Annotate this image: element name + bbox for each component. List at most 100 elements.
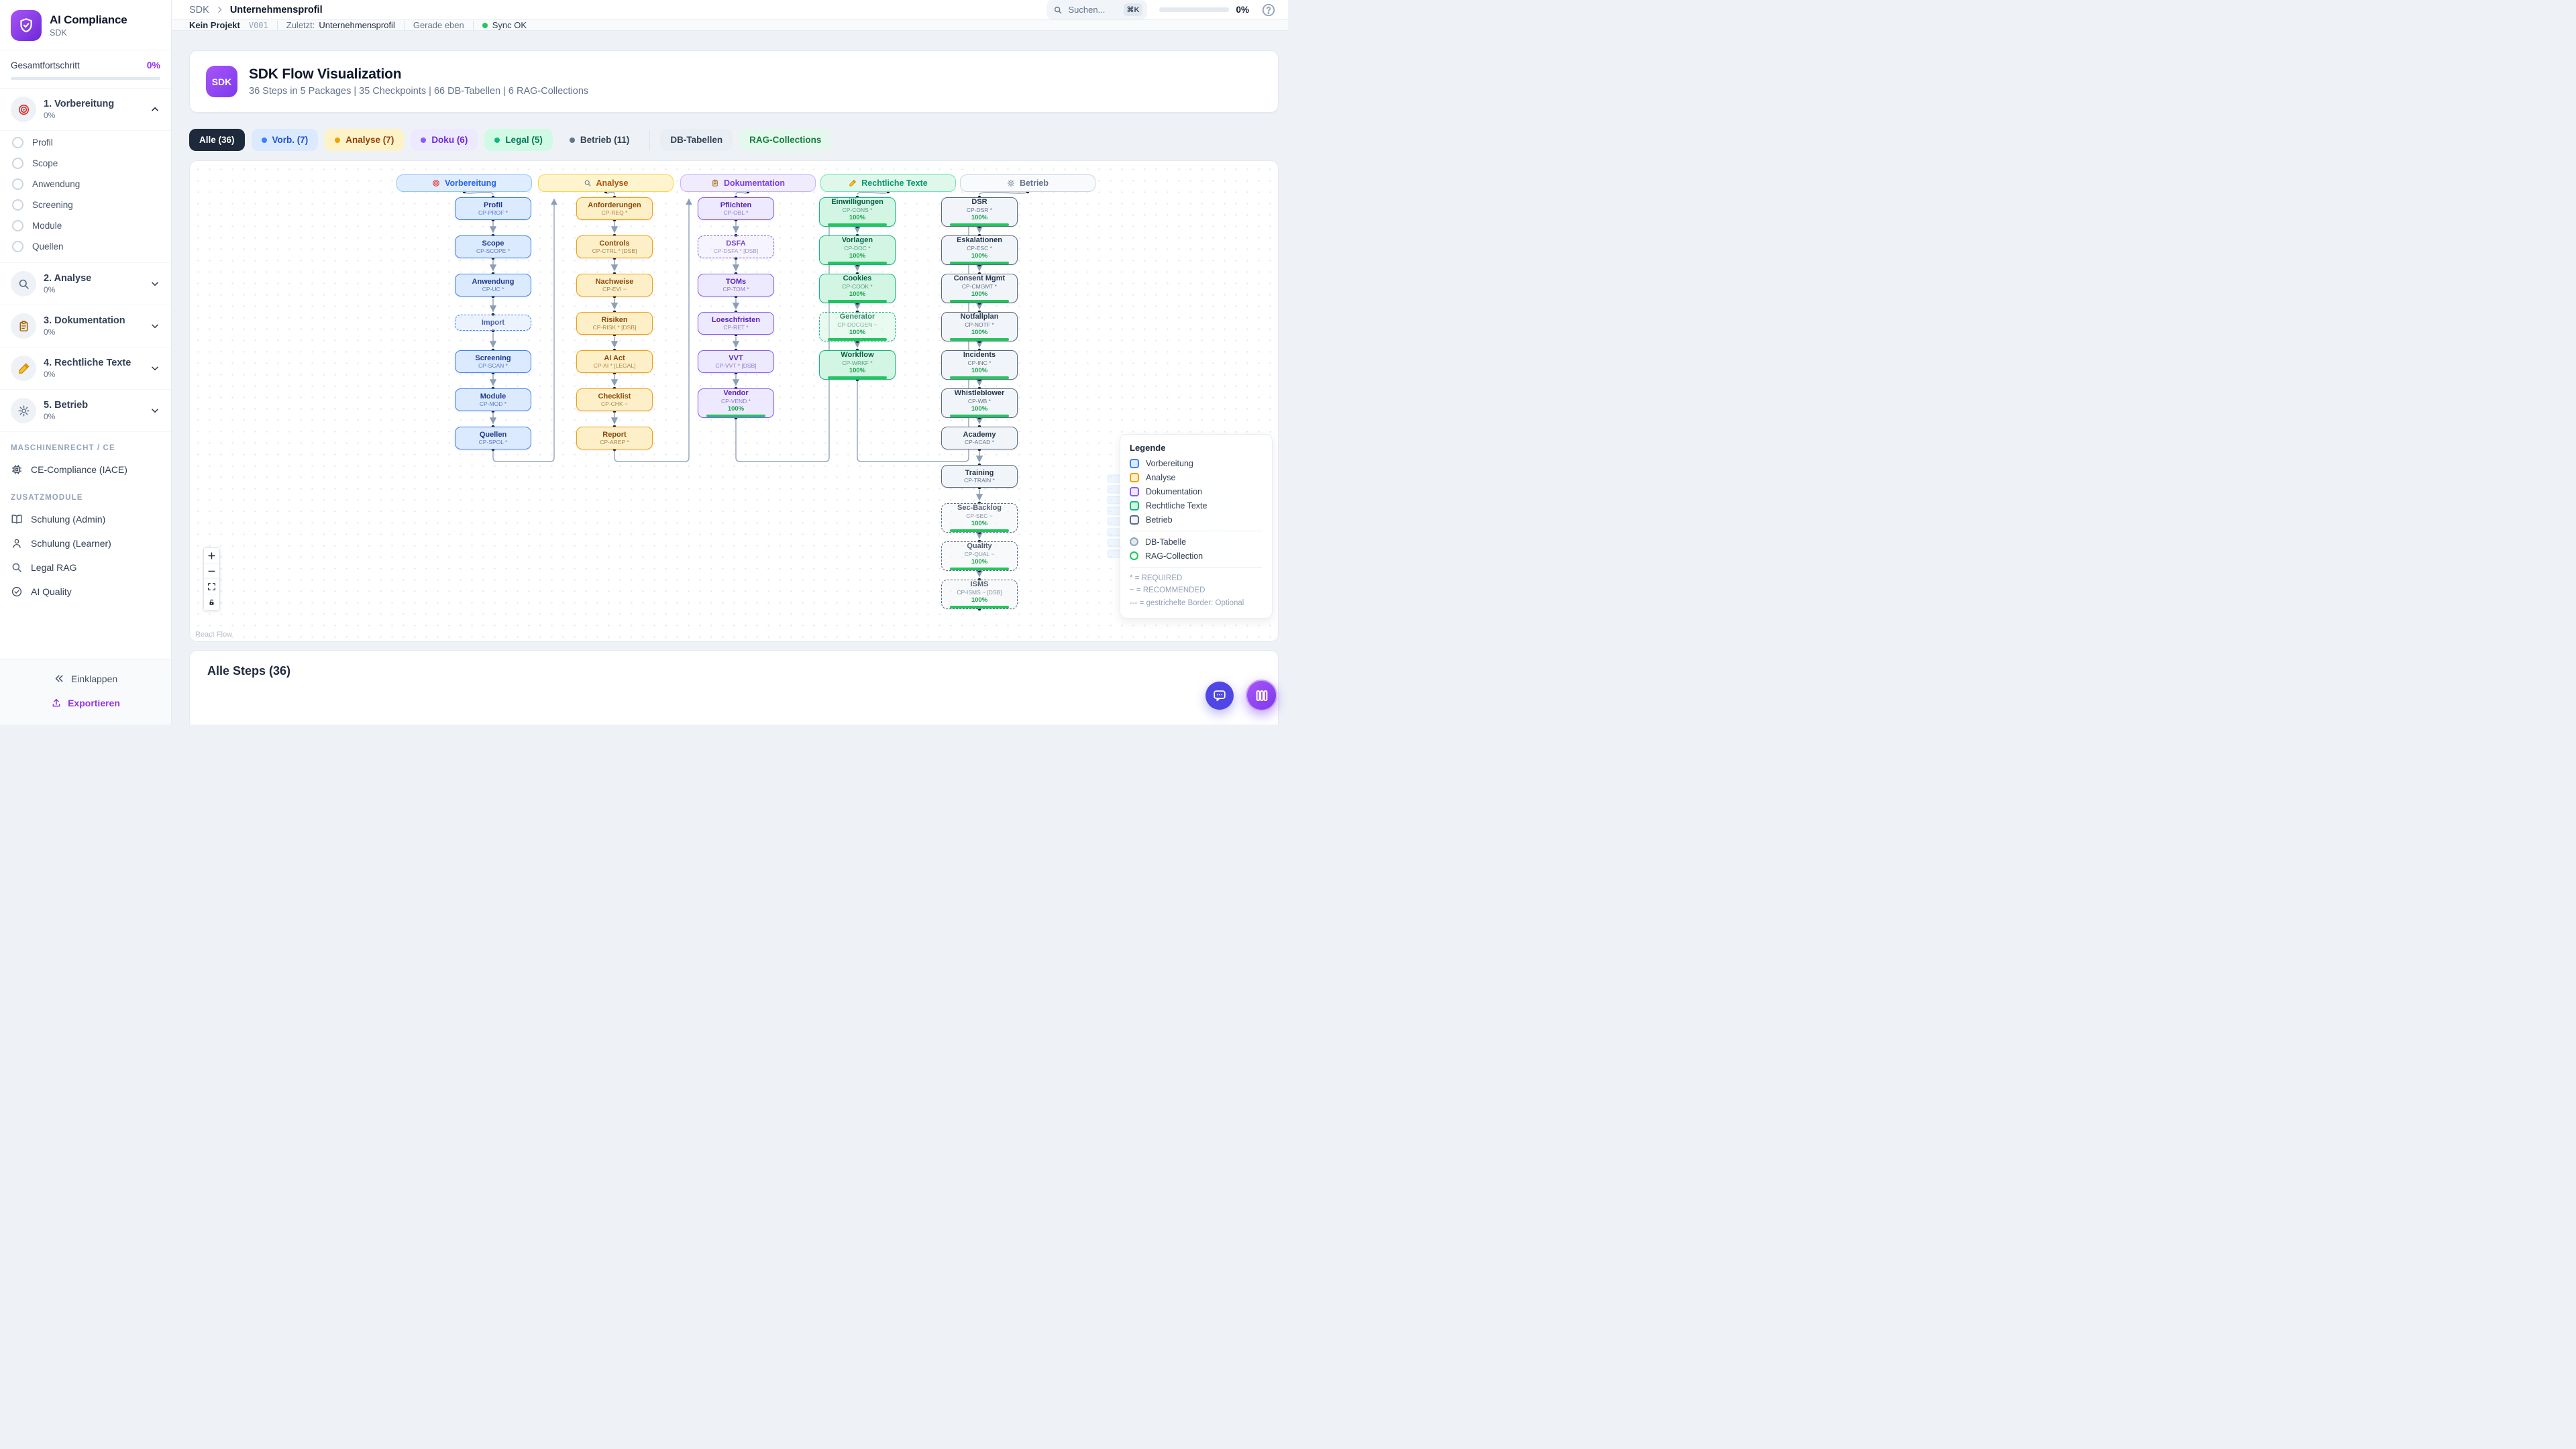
filter-label: DB-Tabellen	[670, 135, 723, 145]
filter-vorb-7[interactable]: Vorb. (7)	[251, 129, 319, 151]
divider	[276, 20, 278, 30]
filter-label: Doku (6)	[431, 135, 468, 145]
lock-toggle-button[interactable]	[204, 594, 219, 610]
filter-pills: Alle (36) Vorb. (7) Analyse (7) Doku (6) Leg…	[189, 129, 1279, 151]
breadcrumb-sdk[interactable]: SDK	[189, 4, 209, 15]
step-label: Anwendung	[32, 179, 80, 189]
legend-swatch	[1130, 458, 1139, 468]
sidebar-item-schulung-admin[interactable]: Schulung (Admin)	[0, 507, 171, 531]
flow-node-import[interactable]: Import	[455, 315, 531, 331]
columns-panel-button[interactable]	[1246, 680, 1277, 711]
sidebar-item-ai-quality[interactable]: AI Quality	[0, 580, 171, 604]
node-title: Loeschfristen	[711, 315, 761, 324]
node-code: CP-PROF *	[478, 209, 508, 217]
sidebar-item-legal-rag[interactable]: Legal RAG	[0, 555, 171, 580]
collapse-sidebar-button[interactable]: Einklappen	[0, 666, 171, 691]
sidebar-item-anwendung[interactable]: Anwendung	[0, 174, 171, 195]
step-status-circle	[12, 178, 23, 190]
sidebar-item-quellen[interactable]: Quellen	[0, 236, 171, 257]
filter-alle-36[interactable]: Alle (36)	[189, 129, 245, 151]
zoom-out-button[interactable]	[204, 564, 219, 579]
filter-rag-collections[interactable]: RAG-Collections	[739, 129, 832, 151]
search-icon	[17, 278, 30, 290]
top-bar: SDK Unternehmensprofil Suchen... ⌘K 0%	[172, 0, 1288, 20]
sidebar-item-screening[interactable]: Screening	[0, 195, 171, 215]
package-header-analyse[interactable]: Analyse	[538, 174, 674, 192]
zoom-in-button[interactable]	[204, 548, 219, 564]
package-header-betrieb[interactable]: Betrieb	[960, 174, 1095, 192]
legend-item-rag-collection: RAG-Collection	[1130, 551, 1263, 561]
filter-analyse-7[interactable]: Analyse (7)	[325, 129, 405, 151]
search-input[interactable]: Suchen... ⌘K	[1046, 0, 1148, 19]
chat-button[interactable]	[1205, 682, 1234, 710]
filter-db-tabellen[interactable]: DB-Tabellen	[660, 129, 733, 151]
filter-betrieb-11[interactable]: Betrieb (11)	[559, 129, 640, 151]
filter-doku-6[interactable]: Doku (6)	[411, 129, 478, 151]
node-title: AI Act	[604, 354, 625, 362]
sidebar-item-profil[interactable]: Profil	[0, 132, 171, 153]
sidebar-item-schulung-learner[interactable]: Schulung (Learner)	[0, 531, 171, 555]
package-header-dokumentation[interactable]: Dokumentation	[680, 174, 816, 192]
section-label: 3. Dokumentation	[44, 315, 125, 326]
overall-progress-label: Gesamtfortschritt	[11, 60, 80, 70]
sidebar-item-ce-compliance-iace[interactable]: CE-Compliance (IACE)	[0, 458, 171, 482]
package-header-rechtliche-texte[interactable]: Rechtliche Texte	[820, 174, 956, 192]
filter-legal-5[interactable]: Legal (5)	[484, 129, 553, 151]
package-header-vorbereitung[interactable]: Vorbereitung	[396, 174, 532, 192]
node-code: CP-DOCGEN ~	[837, 321, 877, 328]
help-icon[interactable]	[1261, 3, 1276, 17]
node-title: Workflow	[841, 351, 874, 359]
sidebar-item-module[interactable]: Module	[0, 215, 171, 236]
node-progress-bar	[706, 415, 765, 417]
shield-check-icon	[11, 10, 42, 41]
flow-header-card: SDK SDK Flow Visualization 36 Steps in 5…	[189, 50, 1279, 113]
header-progress-value: 0%	[1236, 5, 1249, 15]
fit-view-button[interactable]	[204, 579, 219, 594]
export-button[interactable]: Exportieren	[0, 691, 171, 715]
sidebar-item-scope[interactable]: Scope	[0, 153, 171, 174]
node-title: Checklist	[598, 392, 631, 400]
node-title: Module	[480, 392, 506, 400]
